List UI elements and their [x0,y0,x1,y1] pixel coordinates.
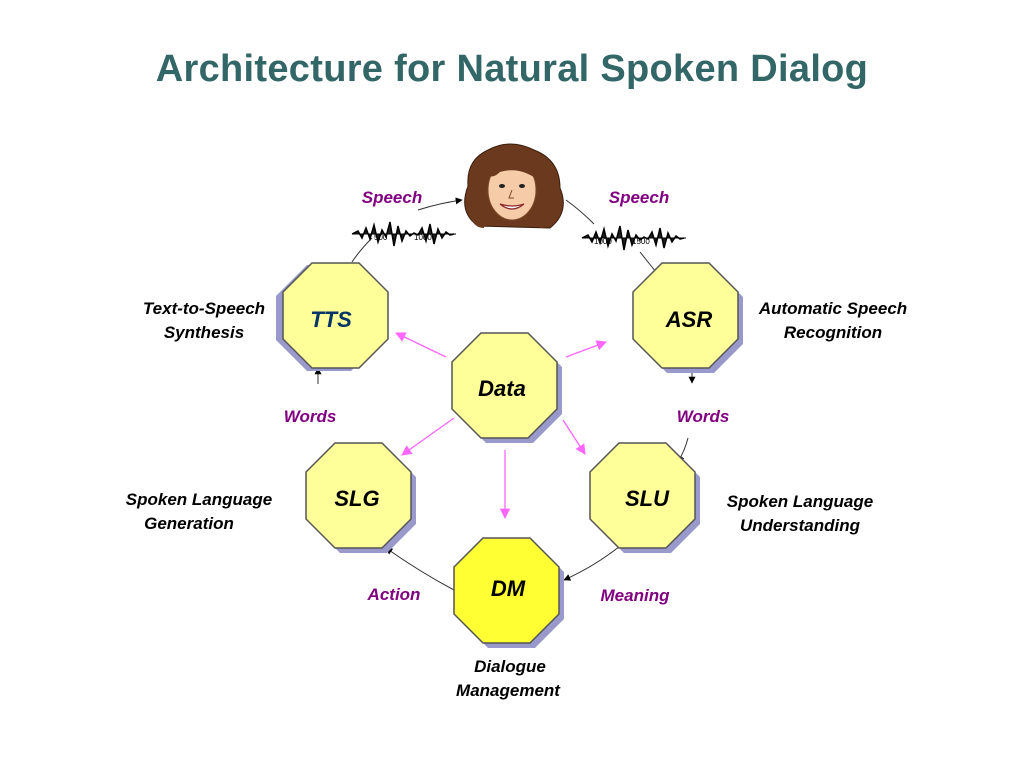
nose [508,189,514,199]
data-arrow-to-tts [395,332,447,358]
connector-speech-right-to-asr [639,251,657,273]
bangs [488,157,539,180]
words-label-left: Words [284,407,337,426]
dm-caption-line-1: Dialogue [474,657,546,676]
slg-octagon [305,442,412,549]
asr-octagon [632,262,739,369]
connector-tts-to-speech-left [351,237,373,263]
connector-user-to-speech-right [565,199,595,225]
woman-face-icon [464,143,564,229]
asr-caption-line-2: Recognition [784,323,882,342]
asr-label: ASR [665,307,713,332]
waveform-tick-left-1: 500 [374,233,388,242]
meaning-label: Meaning [601,586,671,605]
tts-octagon [282,262,389,369]
tts-caption-line-2: Synthesis [164,323,244,342]
mouth [499,203,525,210]
speech-waveform-icon-left: 500 1000 [351,221,456,247]
node-slg[interactable]: SLG [305,442,416,553]
words-label-right: Words [677,407,730,426]
slg-label: SLG [334,486,379,511]
slu-label: SLU [625,486,670,511]
waveform-tick-right-1: 1000 [594,237,612,246]
dm-caption-line-2: Management [456,681,561,700]
hair-side [470,206,554,228]
node-asr[interactable]: ASR [632,262,743,373]
data-arrow-to-slu [562,419,586,455]
action-label: Action [367,585,421,604]
speech-label-left: Speech [362,188,422,207]
node-slu[interactable]: SLU [589,442,700,553]
node-tts[interactable]: TTS [276,262,389,371]
tts-label: TTS [310,307,352,332]
slg-caption-line-2: Generation [144,514,234,533]
data-arrow-to-slg [401,417,455,456]
waveform-tick-left-2: 1000 [414,233,432,242]
slu-caption-line-2: Understanding [740,516,861,535]
tts-caption-line-1: Text-to-Speech [143,299,265,318]
eye-right [519,184,525,188]
data-label: Data [478,376,526,401]
data-arrow-to-asr [565,340,607,358]
slu-caption-line-1: Spoken Language [727,492,873,511]
slg-caption-line-1: Spoken Language [126,490,272,509]
data-octagon [451,332,558,439]
connector-slu-to-dm [563,545,621,581]
node-dm[interactable]: DM [453,537,564,648]
connector-dm-to-slg [385,547,455,591]
cycle-connectors [314,197,696,591]
connector-speech-left-to-user [417,197,463,211]
data-arrows [395,332,607,520]
eye-left [499,184,505,188]
waveform-tick-right-2: 1500 [632,237,650,246]
asr-caption-line-1: Automatic Speech [758,299,907,318]
dm-octagon [453,537,560,644]
node-data[interactable]: Data [451,332,562,443]
speech-waveform-icon-right: 1000 1500 [581,225,686,251]
slide-title: Architecture for Natural Spoken Dialog [155,48,869,90]
slu-octagon [589,442,696,549]
speech-label-right: Speech [609,188,669,207]
dm-label: DM [491,576,526,601]
